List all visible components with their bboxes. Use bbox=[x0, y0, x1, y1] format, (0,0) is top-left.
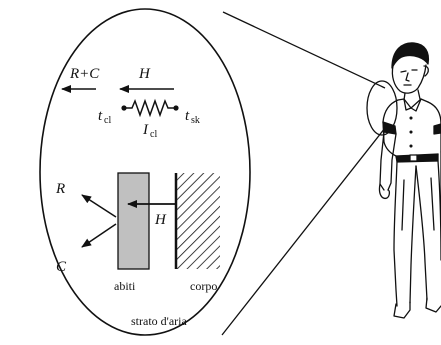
magnify-spot bbox=[366, 80, 398, 136]
resistor-icon bbox=[121, 98, 179, 118]
t-cl-subscript: cl bbox=[104, 115, 111, 126]
h-top-label: H bbox=[138, 66, 151, 82]
body-layer bbox=[174, 173, 220, 269]
i-cl-subscript: cl bbox=[150, 129, 157, 140]
i-cl-symbol: I bbox=[142, 122, 149, 138]
rc-label: R+C bbox=[69, 66, 100, 82]
r-arrow bbox=[81, 194, 117, 218]
air-layer-label: strato d'aria bbox=[131, 314, 187, 328]
zoom-line-bottom bbox=[221, 127, 386, 336]
t-sk-symbol: t bbox=[185, 108, 190, 124]
r-label: R bbox=[55, 181, 65, 197]
c-label: C bbox=[56, 259, 67, 275]
t-cl-symbol: t bbox=[98, 108, 103, 124]
body-label: corpo bbox=[190, 279, 217, 293]
magnified-ellipse bbox=[39, 8, 251, 336]
zoom-line-top bbox=[222, 11, 386, 89]
clothing-label: abiti bbox=[114, 279, 136, 293]
clothing-layer bbox=[117, 172, 150, 270]
t-sk-subscript: sk bbox=[191, 115, 200, 126]
c-arrow bbox=[81, 223, 117, 248]
h-mid-label: H bbox=[154, 212, 167, 228]
